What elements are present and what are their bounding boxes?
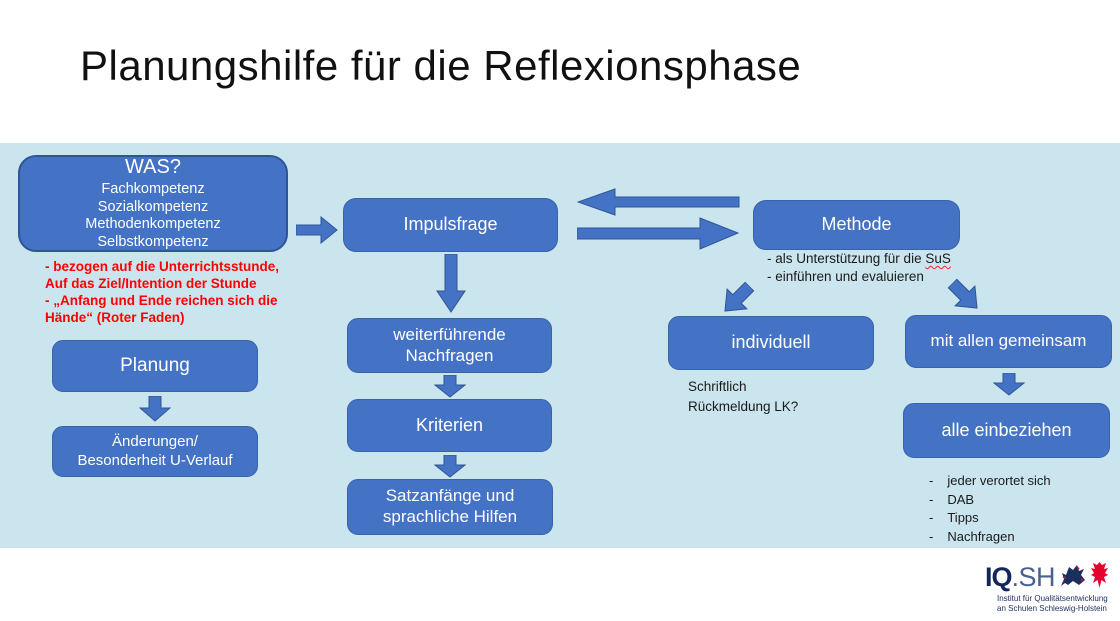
- individuell-box: individuell: [668, 316, 874, 370]
- einbeziehen-bullet-list: -jeder verortet sich -DAB -Tipps -Nachfr…: [929, 472, 1051, 546]
- arrow-down-icon: [139, 396, 171, 422]
- arrow-down-left-icon: [714, 276, 761, 323]
- arrow-left-icon: [577, 188, 740, 216]
- arrow-down-right-icon: [942, 273, 989, 320]
- arrow-down-icon: [434, 455, 466, 478]
- iqsh-logo: IQ.SH Institut für Qualitätsentwicklung …: [985, 562, 1109, 615]
- methode-notes: - als Unterstützung für die SuS - einfüh…: [767, 250, 951, 285]
- was-box-heading: WAS?: [125, 156, 181, 179]
- page-title: Planungshilfe für die Reflexionsphase: [80, 42, 802, 89]
- list-item: -Nachfragen: [929, 528, 1051, 547]
- red-note: - bezogen auf die Unterrichtsstunde, Auf…: [45, 259, 280, 325]
- nettle-leaf-icon: [1091, 562, 1109, 593]
- einbeziehen-box: alle einbeziehen: [903, 403, 1110, 458]
- was-box: WAS? Fachkompetenz Sozialkompetenz Metho…: [18, 155, 288, 252]
- was-box-lines: Fachkompetenz Sozialkompetenz Methodenko…: [85, 180, 221, 250]
- bullet-dash: -: [929, 528, 934, 544]
- methode-note-line1: - als Unterstützung für die SuS: [767, 251, 951, 266]
- methode-note-line2: - einführen und evaluieren: [767, 268, 924, 284]
- satzanfaenge-box: Satzanfänge und sprachliche Hilfen: [347, 479, 553, 535]
- aenderungen-box: Änderungen/ Besonderheit U-Verlauf: [52, 426, 258, 477]
- nachfragen-box: weiterführende Nachfragen: [347, 318, 552, 373]
- schleswig-holstein-lion-icon: [1060, 563, 1086, 592]
- arrow-down-icon: [434, 375, 466, 398]
- planung-box: Planung: [52, 340, 258, 392]
- impulsfrage-box: Impulsfrage: [343, 198, 558, 252]
- bullet-dash: -: [929, 473, 934, 488]
- kriterien-box: Kriterien: [347, 399, 552, 452]
- gemeinsam-box: mit allen gemeinsam: [905, 315, 1112, 368]
- individuell-note: Schriftlich Rückmeldung LK?: [688, 379, 799, 414]
- bullet-dash: -: [929, 510, 934, 525]
- sus-spellcheck-word: SuS: [925, 251, 951, 266]
- logo-subtext: Institut für Qualitätsentwicklung an Sch…: [997, 594, 1108, 614]
- methode-box: Methode: [753, 200, 960, 250]
- arrow-right-icon: [577, 217, 739, 250]
- list-item: -jeder verortet sich: [929, 472, 1051, 491]
- list-item: -DAB: [929, 491, 1051, 510]
- bullet-dash: -: [929, 491, 934, 507]
- arrow-right-icon: [296, 216, 338, 244]
- arrow-down-icon: [436, 254, 466, 313]
- arrow-down-icon: [993, 373, 1025, 396]
- logo-wordmark: IQ.SH: [985, 562, 1056, 592]
- list-item: -Tipps: [929, 509, 1051, 528]
